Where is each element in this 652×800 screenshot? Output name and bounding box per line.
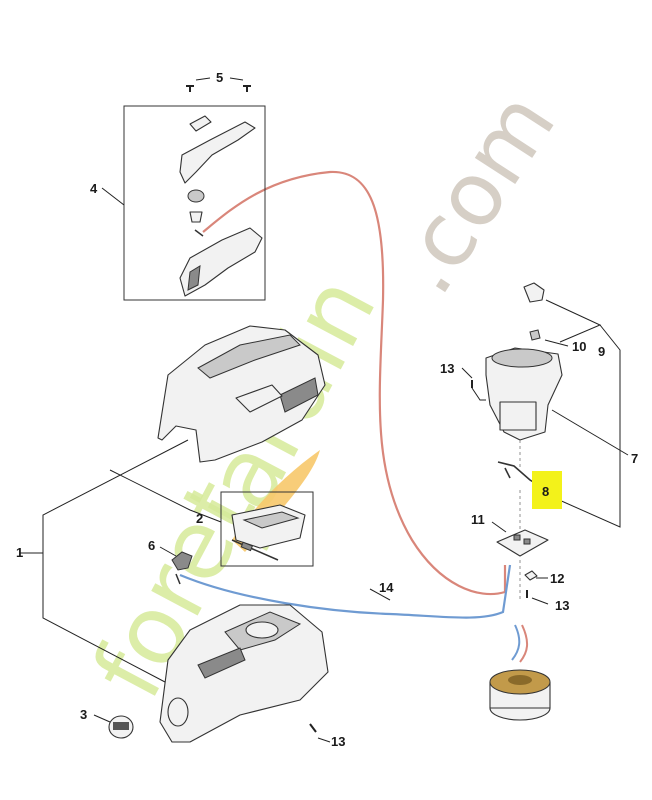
hose-14 <box>179 170 528 663</box>
base-housing-body <box>159 604 329 743</box>
callout-13-top[interactable]: 13 <box>440 361 454 376</box>
motor-part <box>489 669 551 721</box>
leader-13-top <box>461 367 486 401</box>
part-9 <box>523 282 545 341</box>
motor-red-wire <box>519 624 528 663</box>
switch-11 <box>496 529 549 557</box>
handle-base-detail <box>187 265 201 291</box>
leader-3 <box>93 714 111 723</box>
leader-14 <box>369 588 391 601</box>
base-housing-vent <box>197 647 246 679</box>
cover-plate-top <box>242 511 300 529</box>
upper-housing-body <box>157 325 326 463</box>
leader-9-10 <box>544 299 621 528</box>
callout-9[interactable]: 9 <box>598 344 605 359</box>
upper-housing-grille <box>197 334 301 379</box>
highlight-callout-8 <box>532 471 562 509</box>
leader-1 <box>20 439 189 683</box>
box-4-frame <box>123 105 266 301</box>
base-housing-part <box>159 604 329 743</box>
callout-12[interactable]: 12 <box>550 571 564 586</box>
upper-housing-part <box>157 325 326 463</box>
bracket-9 <box>523 282 545 303</box>
callout-2[interactable]: 2 <box>196 511 203 526</box>
connector-part <box>240 541 254 552</box>
callout-4[interactable]: 4 <box>90 181 98 196</box>
handle-cover-part <box>179 121 256 184</box>
motor-blue-wire <box>511 624 521 661</box>
motor-housing-rim <box>491 348 553 368</box>
callout-3[interactable]: 3 <box>80 707 87 722</box>
part-11 <box>496 529 549 557</box>
leader-11 <box>491 521 507 533</box>
leader-lines <box>20 77 629 743</box>
clip-part <box>189 115 212 132</box>
part-6 <box>171 551 193 585</box>
switch-11-pin <box>513 534 521 541</box>
callout-7[interactable]: 7 <box>631 451 638 466</box>
clip-12 <box>524 570 538 581</box>
switch-11-pin-2 <box>523 538 531 545</box>
upper-housing-vent <box>279 377 319 413</box>
motor-core <box>508 675 532 685</box>
leader-5 <box>195 77 244 81</box>
knob-6-stem <box>175 573 181 585</box>
hose-red-line <box>202 170 507 596</box>
part-3 <box>108 715 134 739</box>
callout-5[interactable]: 5 <box>216 70 223 85</box>
watermark-right-text: .com <box>371 74 575 311</box>
assembly-box-4 <box>123 105 266 301</box>
callout-13-bottom[interactable]: 13 <box>331 734 345 749</box>
leader-13-mid <box>531 597 549 605</box>
upper-housing-recess <box>235 384 283 413</box>
callout-8[interactable]: 8 <box>542 484 549 499</box>
motor-housing-part <box>485 347 563 441</box>
knob-6 <box>171 551 193 571</box>
callout-labels: 1 2 3 4 5 6 7 8 9 10 11 12 13 13 13 14 <box>16 70 638 749</box>
assembly-box-2 <box>220 491 314 567</box>
hose-blue-line <box>179 564 512 619</box>
callout-10[interactable]: 10 <box>572 339 586 354</box>
badge-3-inner <box>113 722 129 730</box>
callout-14[interactable]: 14 <box>379 580 394 595</box>
clip-10 <box>529 329 541 341</box>
screws-5 <box>186 85 251 92</box>
callout-1[interactable]: 1 <box>16 545 23 560</box>
base-housing-socket <box>245 621 279 639</box>
motor-housing-lower <box>499 401 537 431</box>
handle-base-part <box>179 227 263 297</box>
callout-13-mid[interactable]: 13 <box>555 598 569 613</box>
screw-left-icon <box>186 85 194 92</box>
wire-8-branch <box>504 467 511 479</box>
callout-6[interactable]: 6 <box>148 538 155 553</box>
button-part <box>189 211 203 223</box>
leader-13-bottom <box>317 737 331 743</box>
leader-4 <box>101 187 125 206</box>
leader-2 <box>109 469 222 523</box>
knob-part <box>187 189 205 203</box>
base-wheel <box>167 697 189 727</box>
cable-part <box>231 539 279 561</box>
leader-7 <box>551 409 629 456</box>
callout-11[interactable]: 11 <box>471 512 485 527</box>
leader-6 <box>159 546 177 557</box>
screw-13-bottom-icon <box>309 723 317 733</box>
box-2-frame <box>220 491 314 567</box>
connector-pin <box>194 229 204 237</box>
screw-right-icon <box>243 85 251 92</box>
